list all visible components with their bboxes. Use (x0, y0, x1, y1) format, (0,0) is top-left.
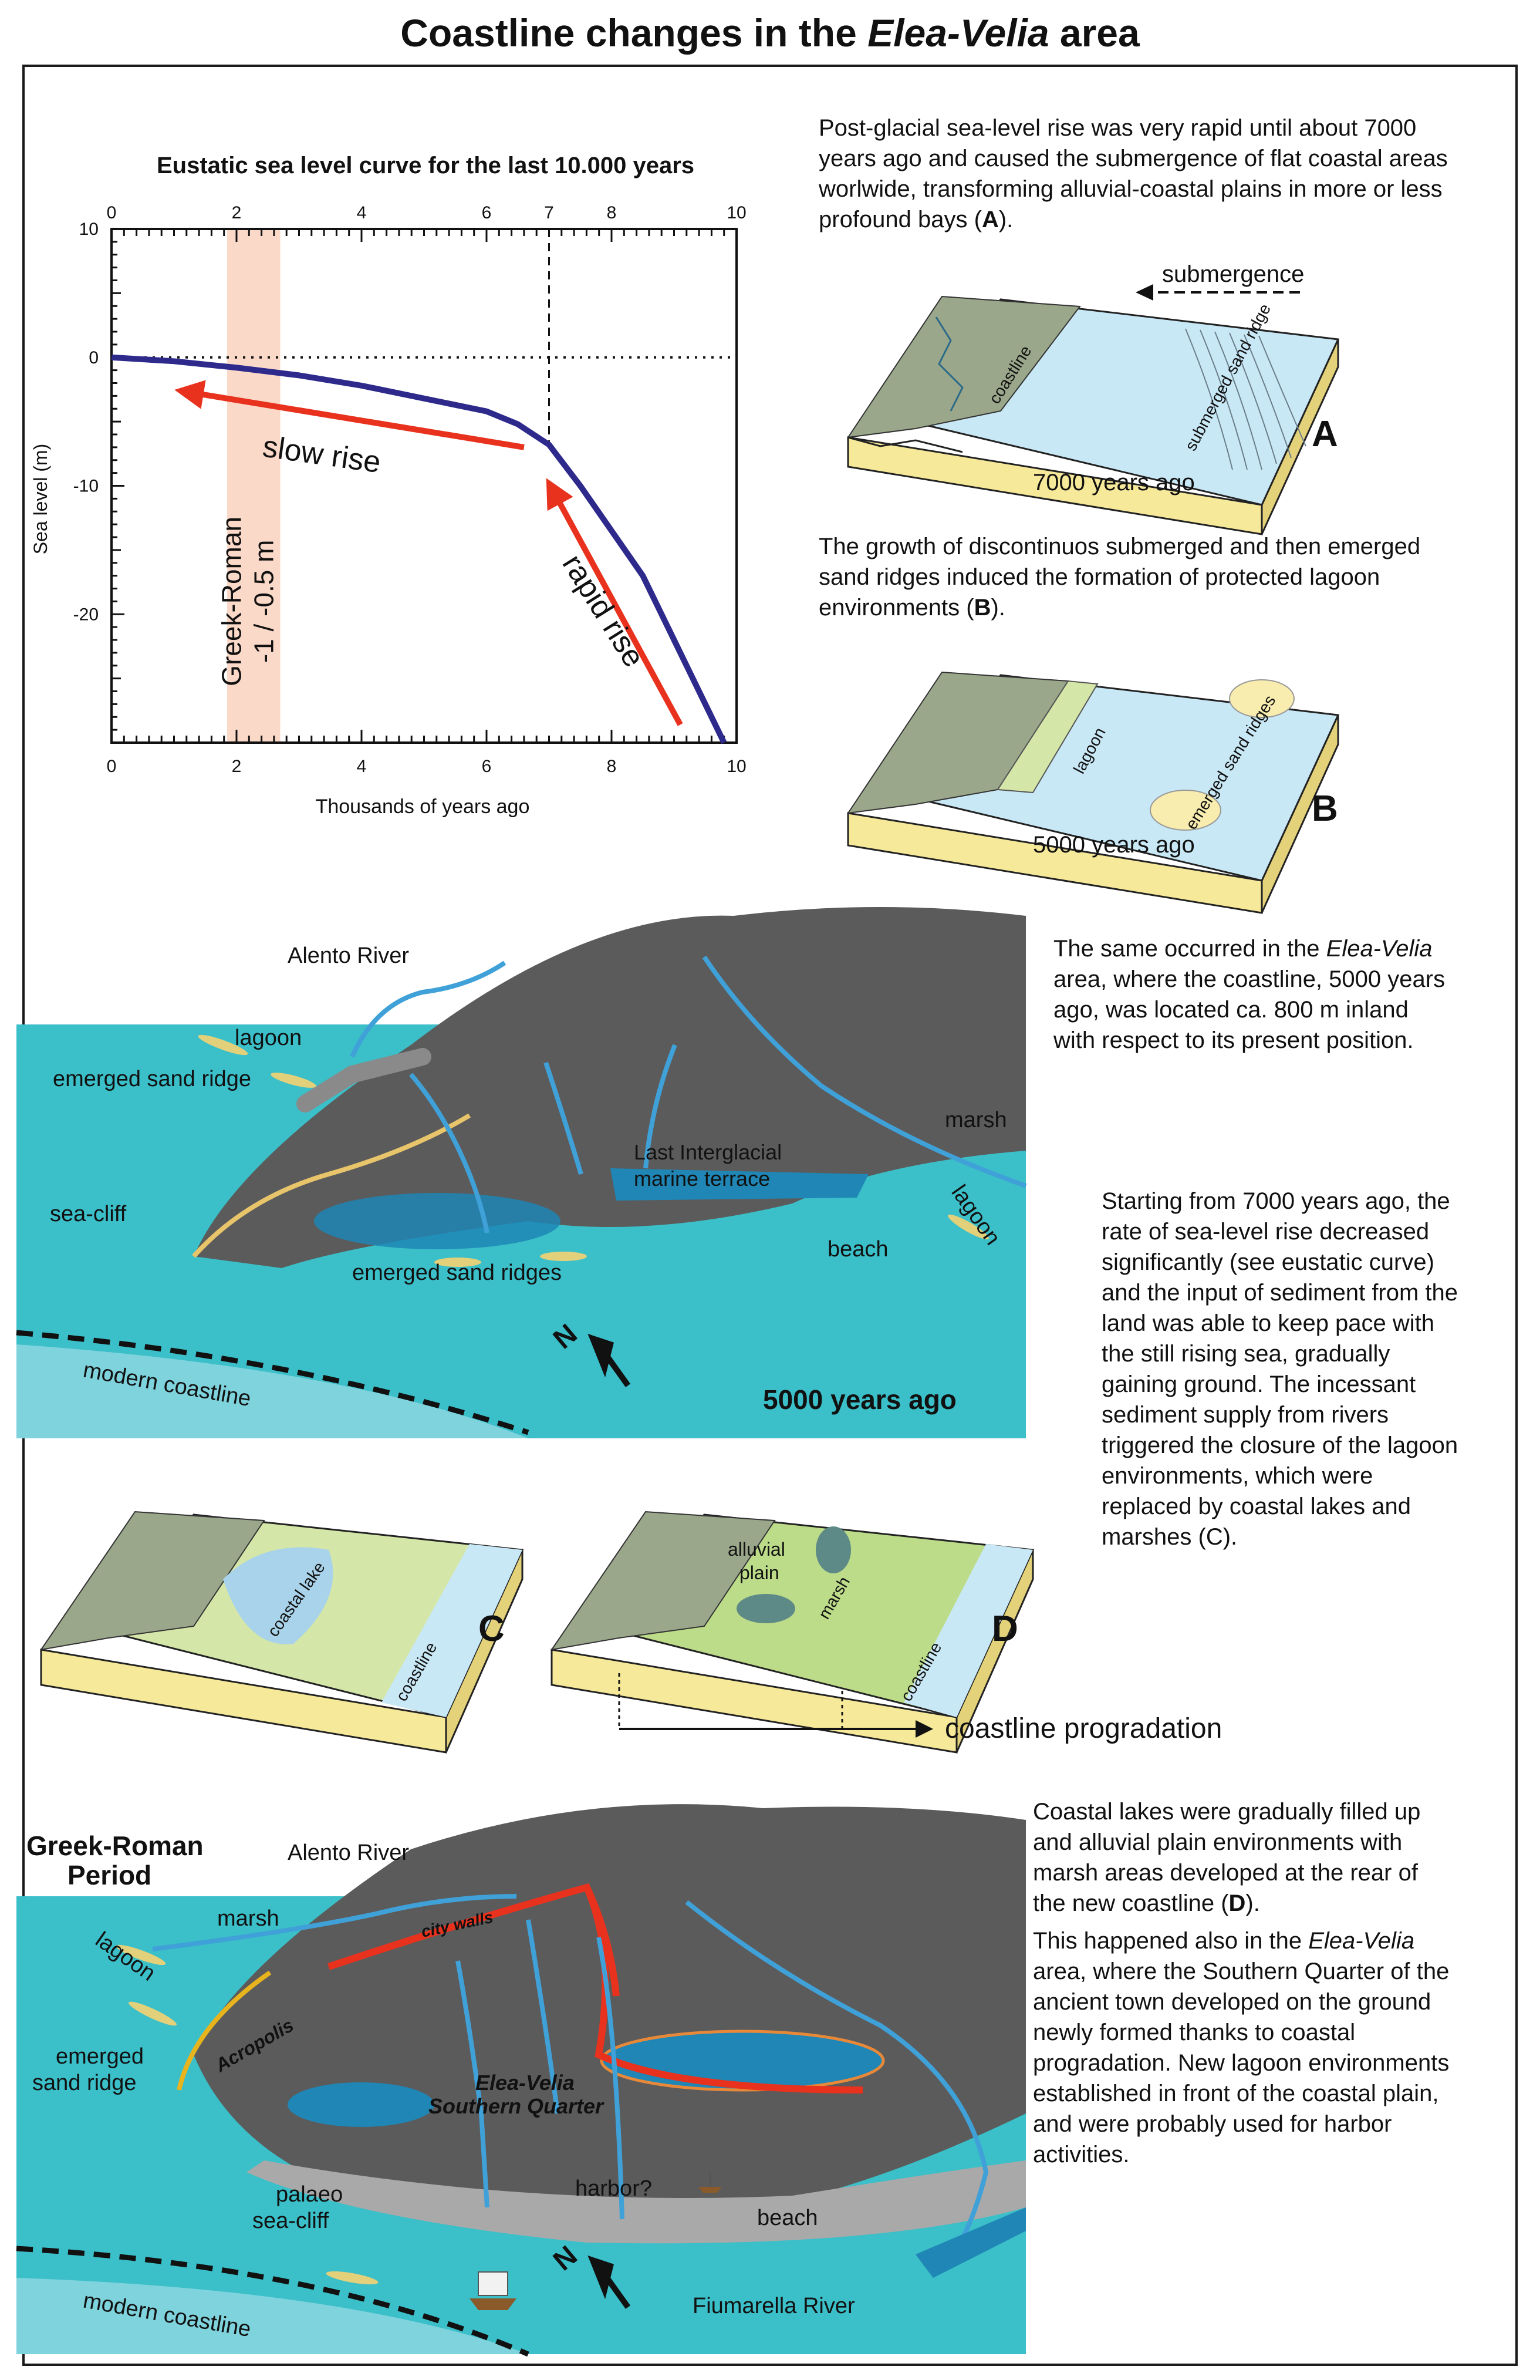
label-letter-b: B (1312, 788, 1338, 829)
map1-label-beach: beach (828, 1237, 889, 1262)
x-tick-label: 4 (357, 757, 367, 776)
text-lagoon: The growth of discontinuos submerged and… (819, 534, 1421, 621)
y-tick-label: -10 (73, 477, 99, 496)
label-letter-d: D (992, 1609, 1018, 1649)
x-tick-label: 8 (607, 757, 617, 776)
map2-label-period-line1: Greek-Roman (26, 1830, 204, 1861)
map1-label-lagoon: lagoon (235, 1026, 302, 1050)
map2-label-period-line2: Period (67, 1860, 151, 1890)
x-tick-label: 6 (482, 757, 492, 776)
x-top-tick-label: 4 (357, 203, 367, 223)
map2-label-cliff-line2: sea-cliff (252, 2209, 329, 2233)
map2-label-ridge-line1: emerged (56, 2044, 144, 2069)
band-label-line1: Greek-Roman (216, 517, 246, 686)
map1-north-arrow-icon (587, 1333, 631, 1387)
map1-label-marsh: marsh (945, 1108, 1007, 1132)
x-top-tick-label: 0 (107, 203, 117, 223)
map2-sand-ridges (116, 1944, 379, 2285)
map2-label-cliff-line1: palaeo (276, 2182, 343, 2207)
label-alluvial-line2: plain (739, 1562, 779, 1583)
map2-label-harbor: harbor? (575, 2176, 652, 2201)
text-sediment: Starting from 7000 years ago, the rate o… (1102, 1188, 1458, 1550)
ship-icon (470, 2271, 516, 2310)
text-southern-quarter: This happened also in the Elea-Velia are… (1033, 1928, 1450, 2167)
x-tick-label: 2 (232, 757, 242, 776)
map1-rivers (350, 955, 1027, 1233)
map1-label-emerged-sand-ridges: emerged sand ridges (352, 1260, 562, 1285)
map1-label-sea-cliff: sea-cliff (50, 1202, 127, 1226)
label-age-a: 7000 years ago (1033, 470, 1195, 495)
map1-label-terrace-line2: marine terrace (634, 1167, 770, 1191)
x-tick-label: 0 (107, 757, 117, 776)
y-tick-label: -20 (73, 605, 99, 624)
sea-level-curve (111, 354, 727, 744)
x-top-tick-label: 10 (727, 203, 746, 223)
label-submergence: submergence (1162, 261, 1304, 287)
map1-label-terrace-line1: Last Interglacial (634, 1140, 782, 1164)
map2-label-ridge-line2: sand ridge (32, 2071, 136, 2095)
map2-label-marsh: marsh (217, 1906, 279, 1931)
x-top-tick-label: 2 (232, 203, 242, 223)
chart-title: Eustatic sea level curve for the last 10… (157, 153, 694, 178)
x-tick-label: 10 (727, 757, 746, 776)
chart-x-label: Thousands of years ago (316, 795, 530, 818)
page-title: Coastline changes in the Elea-Velia area (400, 11, 1140, 55)
x-top-tick-label: 8 (607, 203, 617, 223)
map2-label-fiumarella-river: Fiumarella River (693, 2294, 855, 2318)
x-top-tick-label: 7 (544, 203, 554, 223)
text-intro: Post-glacial sea-level rise was very rap… (819, 115, 1448, 232)
map2-label-beach: beach (757, 2206, 818, 2230)
text-coastal-lakes: Coastal lakes were gradually filled up a… (1033, 1799, 1421, 1916)
x-top-tick-label: 6 (482, 203, 492, 223)
y-tick-label: 0 (89, 348, 99, 368)
greek-roman-band (227, 229, 281, 743)
map2-north-arrow-icon (587, 2255, 631, 2309)
chart-y-label: Sea level (m) (30, 444, 51, 555)
map2-label-quarter-line2: Southern Quarter (428, 2094, 604, 2118)
text-elea-velia-5000: The same occurred in the Elea-Velia area… (1053, 936, 1446, 1053)
map1-label-alento-river: Alento River (288, 943, 409, 968)
small-ship-icon (698, 2172, 722, 2193)
map1-label-emerged-sand-ridge: emerged sand ridge (53, 1067, 251, 1091)
y-tick-label: 10 (79, 220, 99, 239)
map1-label-age: 5000 years ago (763, 1384, 957, 1415)
band-label-line2: -1 / -0.5 m (248, 540, 279, 663)
slow-rise-arrow (174, 380, 525, 450)
rapid-rise-arrow (546, 478, 683, 726)
label-alluvial-line1: alluvial (728, 1539, 785, 1560)
map2-label-alento-river: Alento River (288, 1840, 409, 1865)
label-letter-a: A (1312, 414, 1338, 454)
label-age-b: 5000 years ago (1033, 832, 1195, 858)
label-letter-c: C (478, 1609, 505, 1649)
map1-sand-ridges (198, 1034, 989, 1267)
label-coastline-progradation: coastline progradation (945, 1713, 1222, 1744)
map2-label-quarter-line1: Elea-Velia (475, 2071, 575, 2095)
map2-rivers (152, 1894, 989, 2274)
submerged-sand-ridge-hatching (1185, 328, 1306, 470)
